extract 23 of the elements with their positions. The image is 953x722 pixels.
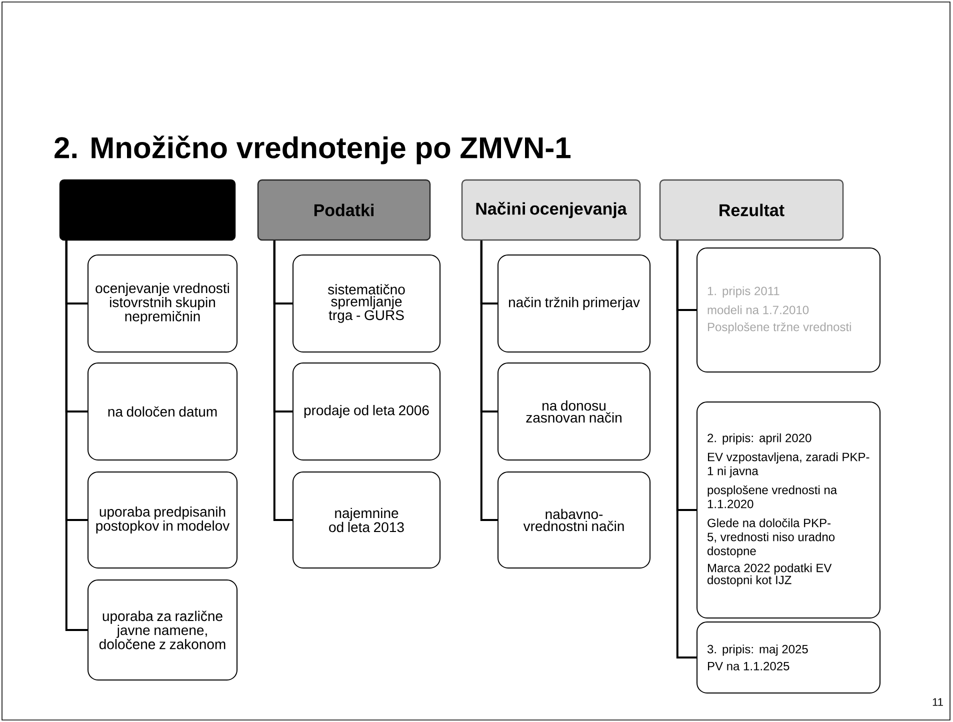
page-number: 11 xyxy=(932,698,943,706)
text-box: nabavno-vrednostni način xyxy=(498,472,650,568)
text-box: ocenjevanje vrednosti istovrstnih skupin nepremičnin xyxy=(88,254,238,352)
text-box: 2. pripis: april 2020 EV vzpostavljena, zaradi PKP-1 ni javna posplošene vrednosti na 1.1.2020 Glede na določila PKP-5, vrednosti niso uradno dostopne Marca 2022 podatki EV dostopni kot IJZ xyxy=(696,402,880,618)
text-box: najemnine od leta 2013 xyxy=(292,472,440,568)
connector-line xyxy=(273,240,292,521)
text-box: 1. pripis 2011 modeli na 1.7.2010 Posplošene tržne vrednosti xyxy=(696,248,880,372)
text-box: sistematično spremljanje trga - GURS xyxy=(292,254,440,352)
connector-line xyxy=(65,240,88,631)
text-box: na določen datum xyxy=(88,362,238,460)
text-box: uporaba predpisanih postopkov in modelov xyxy=(88,472,238,568)
text-box: uporaba za različne javne namene, določene z zakonom xyxy=(88,580,238,680)
header-box: Rezultat xyxy=(659,179,844,241)
header-box: Podatki xyxy=(257,179,431,241)
header-box: Načini ocenjevanja xyxy=(461,179,641,241)
text-box: prodaje od leta 2006 xyxy=(292,362,440,460)
header-box xyxy=(59,179,236,241)
slide-title: 2. Množično vrednotenje po ZMVN-1 xyxy=(54,136,570,164)
text-box: na donosu zasnovan način xyxy=(498,362,650,460)
text-box: način tržnih primerjav xyxy=(498,254,650,352)
connector-line xyxy=(480,240,498,521)
connector-line xyxy=(676,240,696,658)
text-box: 3. pripis: maj 2025 PV na 1.1.2025 xyxy=(696,622,880,694)
